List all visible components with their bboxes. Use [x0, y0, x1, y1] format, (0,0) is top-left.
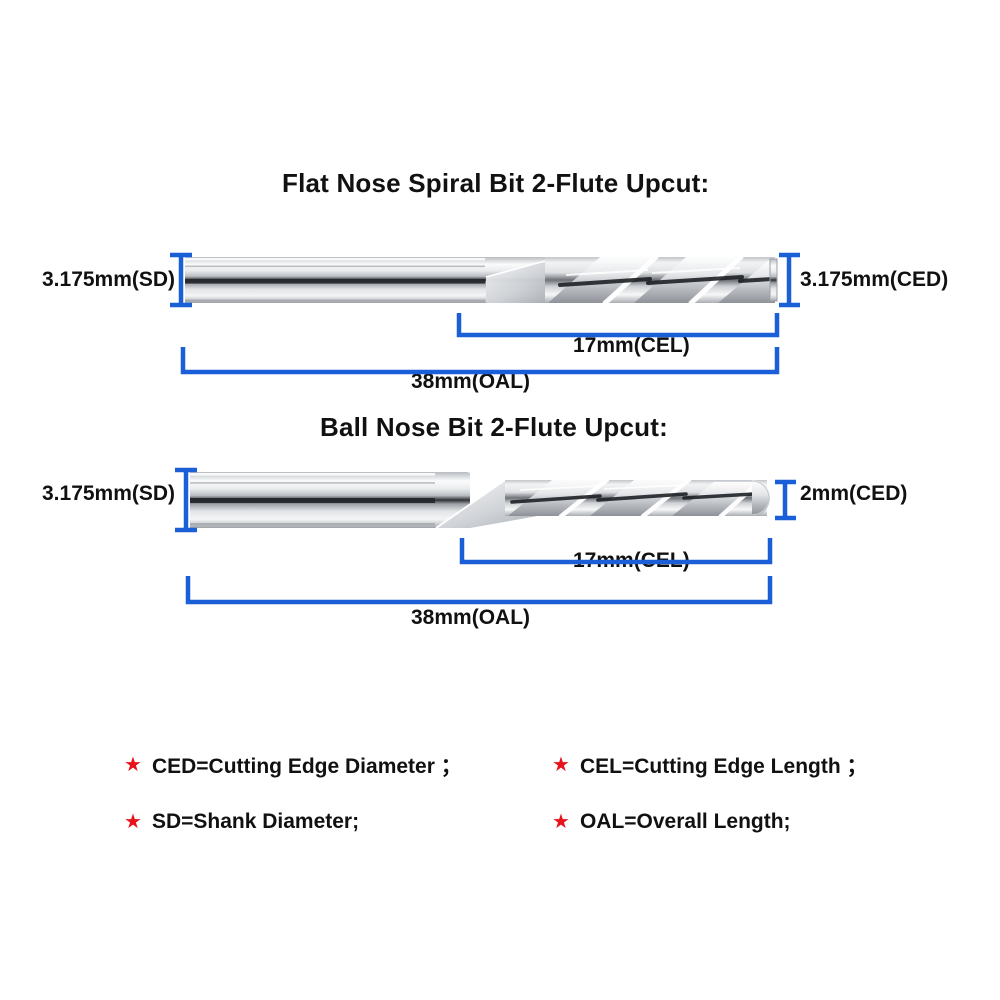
cutting-edge-length-label-flat: 17mm(CEL) — [573, 334, 690, 357]
shank-top-highlight-ball — [190, 473, 435, 476]
star-icon: ★ — [552, 811, 570, 833]
star-icon: ★ — [552, 754, 570, 776]
shank-core-stripe-ball — [190, 498, 435, 503]
shank-diameter-label-flat: 3.175mm(SD) — [42, 268, 176, 291]
ball-nose-tip-outline — [751, 480, 770, 516]
dimension-sd-ball — [175, 467, 197, 533]
dimension-oal-flat — [180, 347, 780, 375]
legend-item-sd-text: SD=Shank Diameter; — [151, 810, 360, 833]
legend-item-cel: ★ CEL=Cutting Edge Length ； — [552, 750, 868, 780]
cutting-edge-diameter-label-ball: 2mm(CED) — [800, 482, 908, 505]
dimension-cel-ball — [459, 538, 773, 565]
shank-core-stripe-flat — [185, 279, 485, 284]
overall-length-label-flat: 38mm(OAL) — [411, 370, 531, 393]
shank-top-edge-flat — [185, 265, 485, 268]
dimension-ced-flat — [779, 252, 800, 308]
step-down-top-edge-ball — [467, 471, 506, 481]
cutting-edge-helix-ball — [510, 492, 756, 504]
legend-item-cel-text: CEL=Cutting Edge Length ； — [579, 755, 868, 778]
shank-bottom-edge-flat — [185, 299, 485, 302]
cutting-edge-highlight-ball — [519, 484, 685, 491]
star-icon: ★ — [124, 754, 142, 776]
ball-nose-bit-drawing — [175, 467, 796, 605]
flat-end-outline — [769, 258, 778, 302]
shank-bottom-edge-ball — [190, 523, 435, 526]
cutting-edge-highlight-flat — [565, 267, 741, 276]
flat-nose-bit-drawing — [170, 252, 800, 375]
transition-facet-flat — [486, 257, 560, 303]
legend-item-oal-text: OAL=Overall Length; — [579, 810, 791, 833]
dimension-sd-flat — [170, 252, 192, 308]
shank-top-edge-ball — [190, 482, 435, 484]
step-down-edge-ball — [435, 479, 506, 529]
flat-end-face — [770, 259, 777, 301]
legend-item-sd: ★ SD=Shank Diameter; — [124, 810, 359, 834]
legend-item-ced: ★ CED=Cutting Edge Diameter ； — [124, 750, 462, 780]
star-icon: ★ — [124, 811, 142, 833]
dimension-cel-flat — [456, 313, 780, 338]
legend-item-oal: ★ OAL=Overall Length; — [552, 810, 791, 834]
overall-length-label-ball: 38mm(OAL) — [411, 606, 531, 629]
shank-top-highlight-flat — [185, 258, 485, 261]
shank-diameter-label-ball: 3.175mm(SD) — [42, 482, 176, 505]
dimension-oal-ball — [185, 576, 773, 605]
cutting-edge-helix-flat — [558, 275, 774, 287]
cutting-edge-diameter-label-flat: 3.175mm(CED) — [800, 268, 949, 291]
dimension-ced-ball — [775, 479, 796, 521]
ball-nose-tip — [752, 480, 770, 516]
legend-item-ced-text: CED=Cutting Edge Diameter ； — [151, 755, 462, 778]
bit-title-ball-nose: Ball Nose Bit 2-Flute Upcut: — [320, 412, 668, 442]
bit-title-flat-nose: Flat Nose Spiral Bit 2-Flute Upcut: — [282, 168, 710, 198]
